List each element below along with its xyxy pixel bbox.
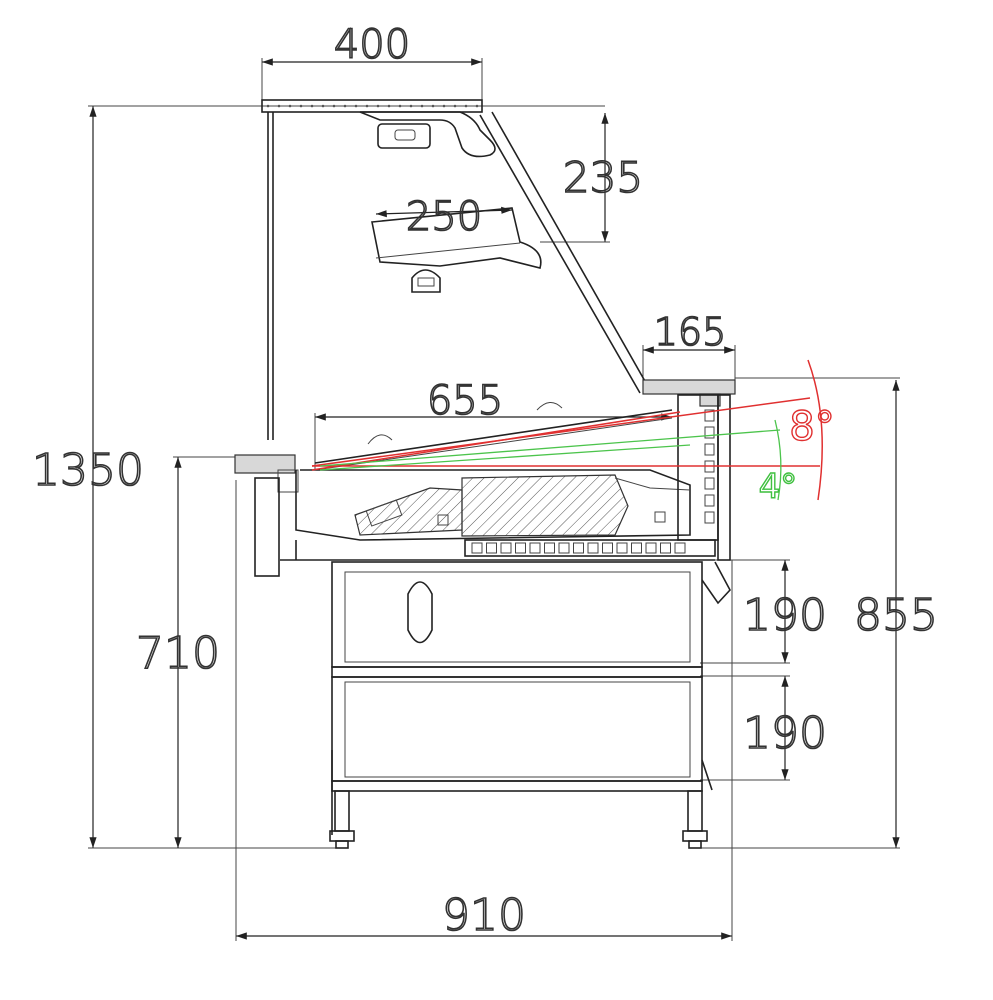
- rear-vent-slot: [704, 477, 715, 490]
- dim-910-label: 910: [442, 890, 526, 941]
- rear-vent-slot: [704, 511, 715, 524]
- dim-250-label: 250: [406, 194, 482, 240]
- base-vent-slot: [486, 542, 497, 554]
- dim-1350-label: 1350: [32, 445, 144, 496]
- rear-vent-slot: [704, 494, 715, 507]
- upper-shelf: [371, 207, 542, 293]
- base-vent-slot: [631, 542, 642, 554]
- angle-green-label: 4°: [759, 467, 798, 507]
- canopy-dot: [310, 104, 314, 108]
- dimension-lines: [88, 58, 900, 941]
- canopy-dot: [420, 104, 424, 108]
- canopy-dot: [365, 104, 369, 108]
- rear-vent-slot: [704, 409, 715, 422]
- dim-190-upper-label: 190: [743, 590, 827, 641]
- base-vent-slot: [515, 542, 526, 554]
- dimension-labels: 400 235 250 165 655 1350 710 190 190 855…: [31, 21, 939, 942]
- top-canopy: [261, 99, 496, 440]
- rear-vent-slot: [704, 426, 715, 439]
- canopy-dot: [321, 104, 325, 108]
- base-vent-slot: [587, 542, 599, 554]
- canopy-dot: [409, 104, 413, 108]
- canopy-dot: [354, 104, 358, 108]
- canopy-dot: [299, 104, 303, 108]
- base-vent-slot: [500, 542, 512, 554]
- canopy-dot: [431, 104, 435, 108]
- base-vent-slot: [558, 542, 570, 554]
- viewing-angle-lines: [311, 359, 823, 501]
- canopy-dot: [387, 104, 391, 108]
- canopy-dot: [288, 104, 292, 108]
- angle-red-label: 8°: [789, 404, 834, 450]
- base-vent-slot: [529, 542, 541, 554]
- dim-190-lower-label: 190: [743, 708, 827, 759]
- canopy-dot: [453, 104, 457, 108]
- dim-855-label: 855: [854, 590, 938, 641]
- canopy-dot: [464, 104, 468, 108]
- base-vent-slot: [471, 542, 483, 554]
- front-glass: [479, 111, 651, 394]
- refrigerated-display-body: [234, 394, 731, 577]
- base-vent-slot: [573, 542, 584, 554]
- dim-235-label: 235: [563, 153, 643, 202]
- lower-cabinet: [329, 561, 731, 849]
- base-vent-slot: [616, 542, 628, 554]
- rear-vent-slot: [704, 443, 715, 456]
- rear-top-block: [642, 379, 736, 407]
- dim-710-label: 710: [136, 628, 220, 679]
- canopy-dot: [442, 104, 446, 108]
- base-vent-slot: [645, 542, 657, 554]
- base-vent-slot: [602, 542, 613, 554]
- canopy-dot: [343, 104, 347, 108]
- canopy-dot: [398, 104, 402, 108]
- canopy-dot: [332, 104, 336, 108]
- dim-655-label: 655: [427, 378, 503, 424]
- canopy-dot: [475, 104, 479, 108]
- canopy-dot: [266, 104, 270, 108]
- base-vent-slot: [660, 542, 671, 554]
- dim-165-label: 165: [654, 310, 727, 354]
- dim-400-label: 400: [334, 22, 410, 68]
- canopy-dot: [376, 104, 380, 108]
- base-vent-slot: [674, 542, 686, 554]
- base-vent-slot: [544, 542, 555, 554]
- canopy-dot: [277, 104, 281, 108]
